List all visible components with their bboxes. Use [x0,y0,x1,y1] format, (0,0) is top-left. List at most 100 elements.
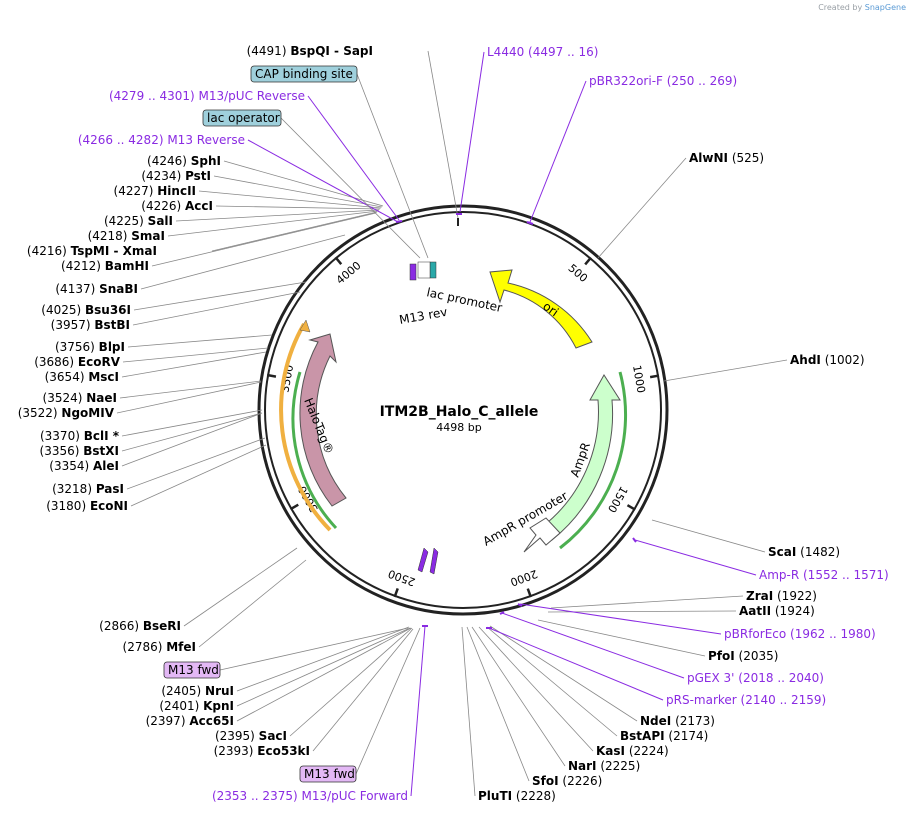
feature-ampr-arrow[interactable] [541,374,621,541]
site-label-kpni[interactable]: (2401) KpnI [159,699,234,713]
leader-1 [223,160,384,207]
site-label-naei[interactable]: (3524) NaeI [43,391,117,405]
site-label-acc65i[interactable]: (2397) Acc65I [146,714,234,728]
site-label-saci[interactable]: (2395) SacI [215,729,287,743]
primer-label-m13reverse[interactable]: (4266 .. 4282) M13 Reverse [78,133,245,147]
primer-label-l4440[interactable]: L4440 (4497 .. 16) [487,45,598,59]
site-label-zrai[interactable]: ZraI (1922) [746,589,817,603]
primer-label-m13pucreverse[interactable]: (4279 .. 4301) M13/pUC Reverse [109,89,305,103]
svg-text:(4216) TspMI - XmaI: (4216) TspMI - XmaI [27,244,157,258]
svg-text:(4225) SalI: (4225) SalI [104,214,173,228]
primer-label-pbrforeco[interactable]: pBRforEco (1962 .. 1980) [724,627,876,641]
site-label-scai[interactable]: ScaI (1482) [768,545,840,559]
svg-text:(3180) EcoNI: (3180) EcoNI [46,499,128,513]
site-label-nari[interactable]: NarI (2225) [568,759,640,773]
site-label-bamhi[interactable]: (4212) BamHI [61,259,149,273]
primer-label-ampr[interactable]: Amp-R (1552 .. 1571) [759,568,889,582]
site-label-tspmi[interactable]: (4216) TspMI - XmaI [27,244,157,258]
leader-r-4 [547,610,737,613]
site-label-bseri[interactable]: (2866) BseRI [99,619,181,633]
svg-text:(4234) PstI: (4234) PstI [141,169,211,183]
ruler-tick-2500 [393,588,399,598]
svg-text:(4491) BspQI - SapI: (4491) BspQI - SapI [247,44,373,58]
green-bar-right [559,371,628,550]
m13-fwd-box-2[interactable] [299,765,357,783]
site-label-econi[interactable]: (3180) EcoNI [46,499,128,513]
leader-18 [121,412,263,452]
site-label-alwni[interactable]: AlwNI (525) [689,151,764,165]
features [279,213,637,629]
site-label-blpi[interactable]: (3756) BlpI [55,340,125,354]
svg-text:(2353 .. 2375) M13/pUC Forwa: (2353 .. 2375) M13/pUC Forward [212,789,408,803]
feature-ampr-promoter-arrow[interactable] [523,517,561,553]
primer-tick-pbrforeco [517,603,523,607]
primer-label-prsmarker[interactable]: pRS-marker (2140 .. 2159) [666,693,826,707]
site-label-bstxi[interactable]: (3356) BstXI [40,444,119,458]
site-label-ecorv[interactable]: (3686) EcoRV [34,355,121,369]
site-label-acci[interactable]: (4226) AccI [141,199,213,213]
leader-r-8 [478,626,594,752]
leader-23 [198,559,307,648]
site-label-smai[interactable]: (4218) SmaI [88,229,165,243]
svg-text:(4266 .. 4282) M13 Reverse: (4266 .. 4282) M13 Reverse [78,133,245,147]
site-label-eco53ki[interactable]: (2393) Eco53kI [214,744,310,758]
site-label-kasi[interactable]: KasI (2224) [596,744,669,758]
feature-halotag-arrow[interactable] [299,333,347,507]
site-label-pasi[interactable]: (3218) PasI [52,482,124,496]
svg-text:(2866) BseRI: (2866) BseRI [99,619,181,633]
primer-leader-2 [307,95,400,221]
site-label-sali[interactable]: (4225) SalI [104,214,173,228]
primer-label-pbr322orif[interactable]: pBR322ori-F (250 .. 269) [589,74,737,88]
site-label-bcli[interactable]: (3370) BclI * [40,429,120,443]
lac-operator-mark [429,261,437,279]
site-label-bsu36i[interactable]: (4025) Bsu36I [41,303,131,317]
leader-26 [236,627,412,722]
site-label-sphi[interactable]: (4246) SphI [147,154,221,168]
leader-27 [289,627,413,737]
backbone-outer [257,204,669,616]
site-label-mfei[interactable]: (2786) MfeI [123,640,196,654]
svg-text:(2395) SacI: (2395) SacI [215,729,287,743]
svg-text:NdeI (2173): NdeI (2173) [640,714,715,728]
snapgene-logo: SnapGene [864,3,906,12]
primer-label-m13pucforward[interactable]: (2353 .. 2375) M13/pUC Forward [212,789,408,803]
primer-leader-3 [247,139,399,223]
primer-leader-1 [529,80,587,223]
svg-text:(3218) PasI: (3218) PasI [52,482,124,496]
m13-fwd-box-1[interactable] [163,661,221,679]
svg-text:KasI (2224): KasI (2224) [596,744,669,758]
primer-label-pgex3[interactable]: pGEX 3' (2018 .. 2040) [687,671,824,685]
primer-tick-m13puc-rev [395,220,403,223]
svg-text:(4279 .. 4301) M13/pUC Rever: (4279 .. 4301) M13/pUC Reverse [109,89,305,103]
primer-leader-8 [410,625,426,797]
site-label-aatii[interactable]: AatII (1924) [739,604,815,618]
site-label-alei[interactable]: (3354) AleI [49,459,119,473]
svg-text:pBRforEco (1962 .. 1980): pBRforEco (1962 .. 1980) [724,627,876,641]
ruler-tick-3500 [266,373,277,378]
site-label-pfoi[interactable]: PfoI (2035) [708,649,778,663]
svg-text:NarI (2225): NarI (2225) [568,759,640,773]
primer-tick-ampr [632,537,637,543]
site-label-nrui[interactable]: (2405) NruI [161,684,234,698]
leader-28 [312,628,414,752]
leader-8 [151,212,377,267]
primer-leader-5 [519,603,722,635]
site-label-psti[interactable]: (4234) PstI [141,169,211,183]
site-label-hincii[interactable]: (4227) HincII [114,184,196,198]
site-label-bstapi[interactable]: BstAPI (2174) [620,729,708,743]
site-label-ndei[interactable]: NdeI (2173) [640,714,715,728]
cap-binding-box[interactable] [250,65,358,83]
site-label-bspqi[interactable]: (4491) BspQI - SapI [247,44,373,58]
site-label-snabi[interactable]: (4137) SnaBI [55,282,138,296]
ruler-label-2500: 2500 [386,567,417,589]
feature-ori-arrow[interactable] [489,269,593,349]
site-label-sfoi[interactable]: SfoI (2226) [532,774,602,788]
lac-operator-box[interactable] [202,109,282,127]
svg-text:(3370) BclI *: (3370) BclI * [40,429,120,443]
site-label-ahdi[interactable]: AhdI (1002) [790,353,865,367]
svg-text:(2405) NruI: (2405) NruI [161,684,234,698]
site-label-bstbi[interactable]: (3957) BstBI [51,318,130,332]
site-label-msci[interactable]: (3654) MscI [45,370,119,384]
site-label-ngomiv[interactable]: (3522) NgoMIV [18,406,115,420]
site-label-pluti[interactable]: PluTI (2228) [478,789,556,803]
